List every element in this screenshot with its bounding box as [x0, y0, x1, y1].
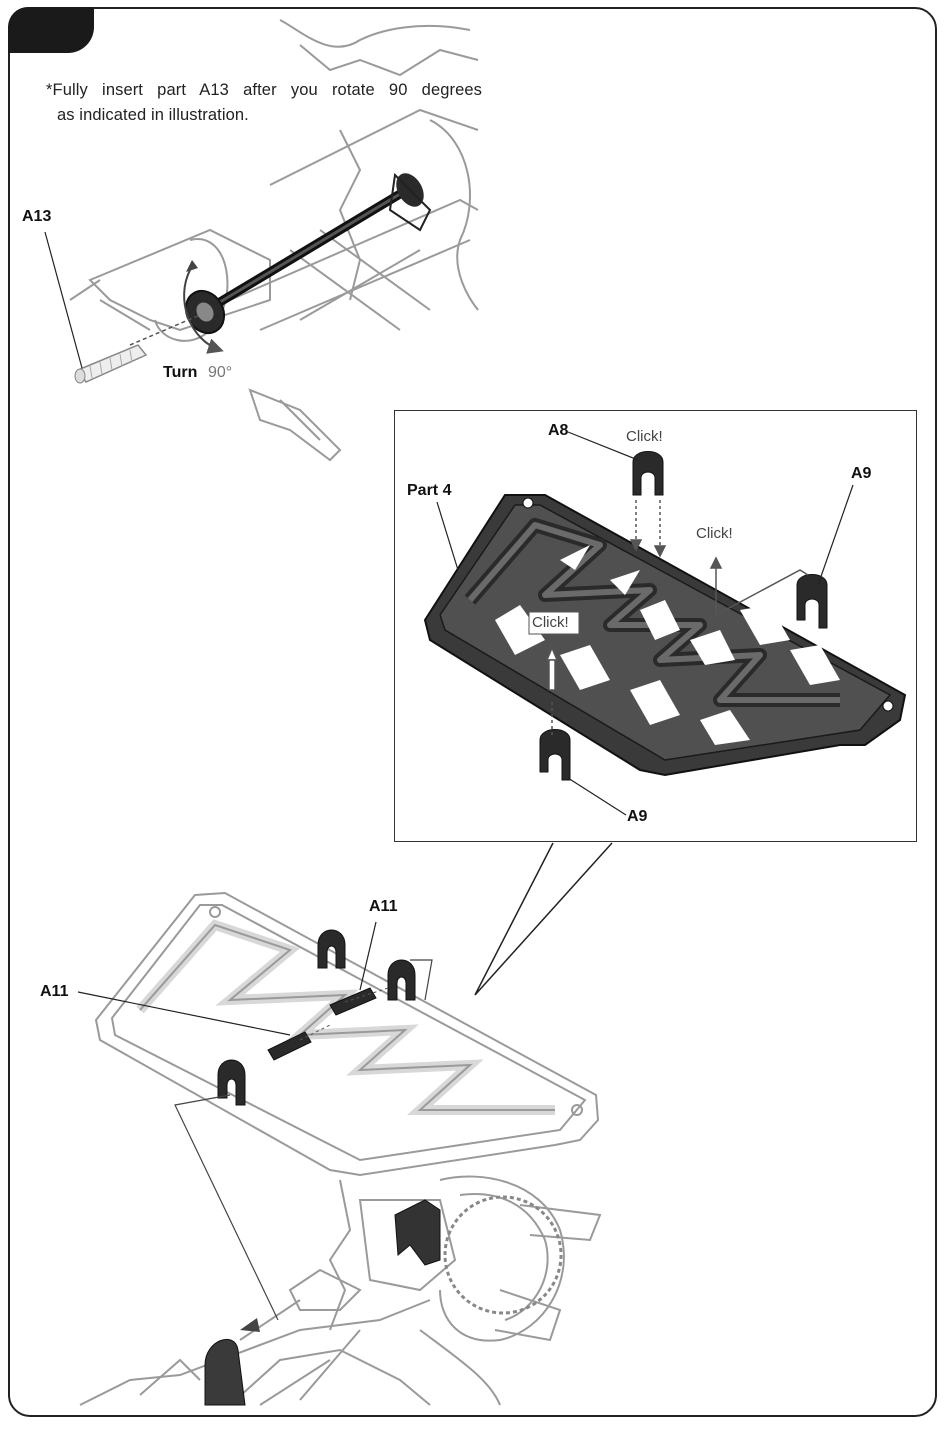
label-a13: A13 — [22, 208, 51, 226]
clip-location-arrow — [175, 1095, 278, 1320]
rotate-arrow-head — [186, 260, 198, 272]
detail-callout-box — [394, 410, 917, 842]
label-click-3: Click! — [532, 614, 569, 631]
chassis-bracket — [395, 1200, 440, 1265]
bottom-clip-front — [218, 1060, 245, 1105]
label-click-2: Click! — [696, 525, 733, 542]
label-a9-right: A9 — [851, 465, 871, 483]
a11-upper-leader-line — [360, 922, 376, 990]
top-axle — [178, 168, 430, 340]
label-part-4: Part 4 — [407, 482, 451, 500]
callout-pointer — [475, 843, 612, 995]
label-click-1: Click! — [626, 428, 663, 445]
label-a11-upper: A11 — [369, 898, 397, 916]
a13-leader-line — [45, 232, 82, 368]
bottom-clip-rear-right — [388, 960, 415, 1000]
bottom-clip-rear-left — [318, 930, 345, 968]
label-turn: Turn — [163, 364, 197, 382]
label-a11-left: A11 — [40, 983, 68, 1001]
label-turn-angle: 90° — [208, 364, 232, 382]
top-chassis-figure — [70, 20, 478, 460]
part-a13-pin — [75, 345, 146, 383]
clip-location-arrowhead — [240, 1318, 260, 1332]
label-a8: A8 — [548, 422, 568, 440]
label-a9-bottom: A9 — [627, 808, 647, 826]
bottom-assembly-figure — [80, 893, 600, 1405]
spur-gear — [445, 1197, 561, 1313]
pin-a11-lower — [268, 1032, 311, 1060]
bottom-clip-chassis — [205, 1339, 245, 1405]
